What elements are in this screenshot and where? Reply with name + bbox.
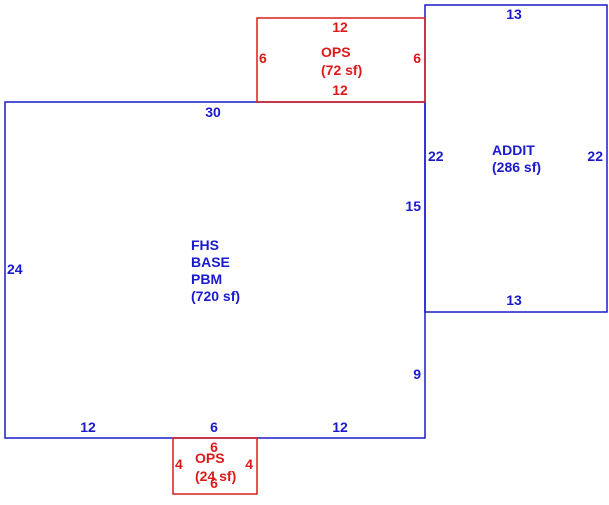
- bottom-porch-label-line-2: (24 sf): [195, 468, 236, 484]
- main-top-dimension: 30: [205, 104, 221, 120]
- addition-area-outline: [424, 4, 608, 313]
- bottom-porch-left-dimension: 4: [175, 456, 183, 472]
- addition-label-line-2: (286 sf): [492, 159, 541, 175]
- top-porch-bottom-dimension: 12: [332, 82, 348, 98]
- addition-right-dimension: 22: [587, 148, 603, 164]
- main-area-label-line-1: FHS: [191, 237, 219, 253]
- addition-bottom-dimension: 13: [506, 292, 522, 308]
- top-porch-left-dimension: 6: [259, 50, 267, 66]
- bottom-porch-right-dimension: 4: [245, 456, 253, 472]
- main-left-dimension: 24: [7, 261, 23, 277]
- main-bottom-right-dimension: 12: [332, 419, 348, 435]
- main-bottom-left-dimension: 12: [80, 419, 96, 435]
- bottom-porch-bottom-dimension: 6: [210, 475, 218, 491]
- main-area-label-line-4: (720 sf): [191, 288, 240, 304]
- addition-label-line-1: ADDIT: [492, 142, 535, 158]
- main-right-upper-dimension: 15: [405, 198, 421, 214]
- top-porch-label-line-2: (72 sf): [321, 62, 362, 78]
- main-area-label-line-3: PBM: [191, 271, 222, 287]
- main-area-outline: [4, 101, 426, 439]
- main-area-label-line-2: BASE: [191, 254, 230, 270]
- bottom-porch-top-dimension: 6: [210, 439, 218, 455]
- top-porch-outline: [256, 17, 426, 103]
- main-right-lower-dimension: 9: [413, 366, 421, 382]
- top-porch-label-line-1: OPS: [321, 44, 351, 60]
- top-porch-top-dimension: 12: [332, 19, 348, 35]
- top-porch-right-dimension: 6: [413, 50, 421, 66]
- main-bottom-mid-dimension: 6: [210, 419, 218, 435]
- addition-left-dimension: 22: [428, 148, 444, 164]
- bottom-porch-outline: [172, 437, 258, 495]
- addition-top-dimension: 13: [506, 6, 522, 22]
- bottom-porch-label-line-1: OPS: [195, 450, 225, 466]
